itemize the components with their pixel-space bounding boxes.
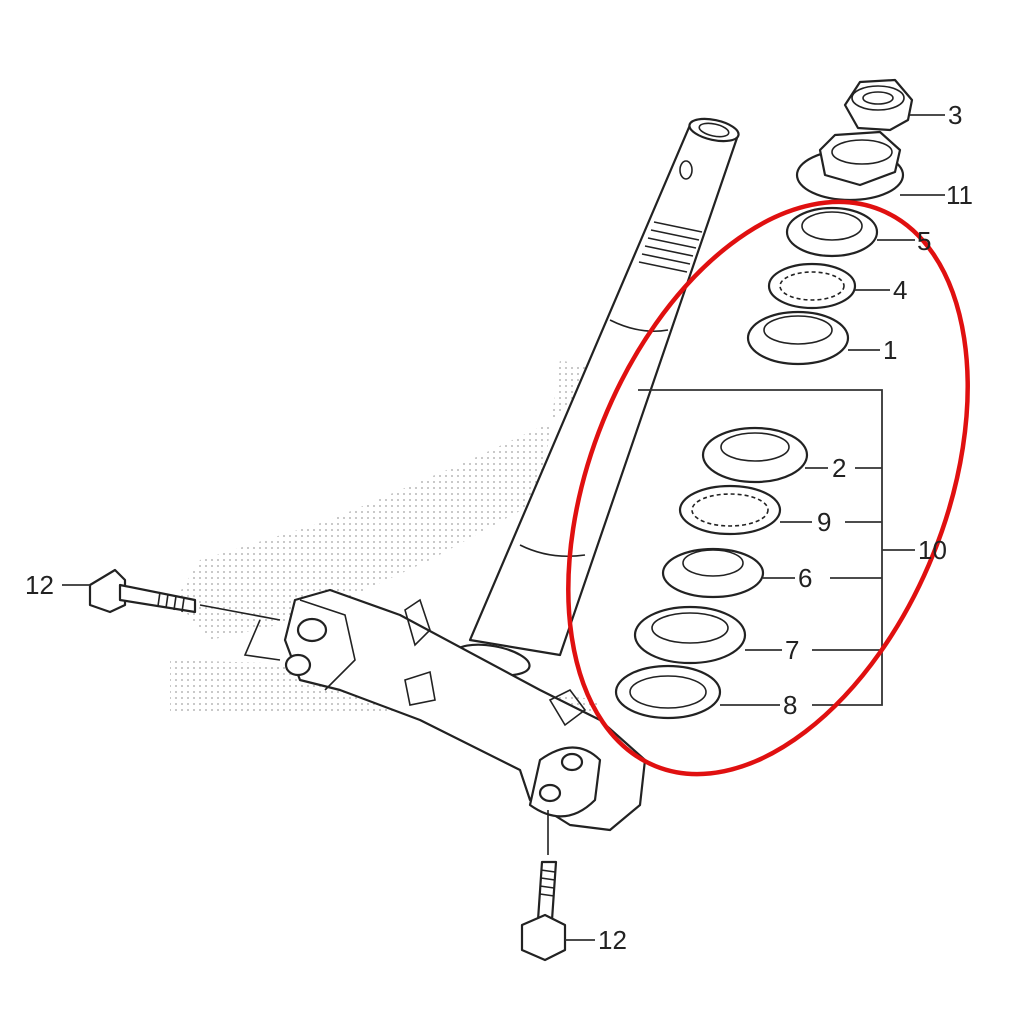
label-part-12-lower: 12 [598, 925, 627, 955]
leader-lines [62, 114, 945, 941]
part-9-bearing [678, 484, 782, 536]
part-3-nut [843, 78, 914, 132]
label-part-12-upper: 12 [25, 570, 54, 600]
part-1-race [746, 310, 850, 366]
part-labels: 3 11 5 4 1 2 9 10 6 7 8 12 12 [25, 100, 973, 955]
part-8-washer [614, 664, 722, 720]
part-11-locknut [795, 130, 905, 202]
part-7-seal [633, 605, 747, 665]
label-part-4: 4 [893, 275, 907, 305]
label-part-8: 8 [783, 690, 797, 720]
part-4-bearing [767, 262, 857, 310]
label-part-7: 7 [785, 635, 799, 665]
label-part-5: 5 [917, 226, 931, 256]
bolt-lower [520, 810, 567, 962]
part-5-cone [785, 206, 879, 258]
part-2-race [701, 426, 809, 484]
label-part-6: 6 [798, 563, 812, 593]
label-part-11: 11 [946, 180, 973, 210]
label-part-9: 9 [817, 507, 831, 537]
label-part-1: 1 [883, 335, 897, 365]
highlight-ellipse [566, 199, 970, 777]
part-6-cone [661, 547, 765, 599]
steering-stem [453, 117, 740, 677]
label-part-10: 10 [918, 535, 947, 565]
label-part-3: 3 [948, 100, 962, 130]
label-part-2: 2 [832, 453, 846, 483]
lower-triple-clamp [243, 588, 647, 832]
bolt-upper [88, 568, 281, 621]
